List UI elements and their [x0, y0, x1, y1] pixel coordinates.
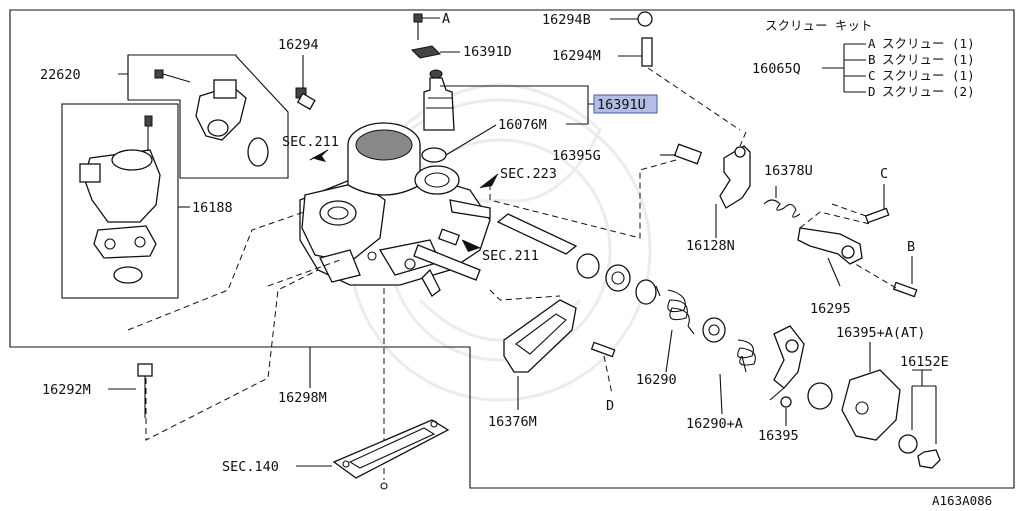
- part-16295-lever[interactable]: [797, 211, 871, 287]
- ref-c: C: [880, 166, 888, 182]
- sec-211-arrow-lower[interactable]: [461, 239, 481, 252]
- label-16391d: 16391D: [463, 44, 512, 60]
- ref-a-top: A: [442, 11, 450, 27]
- part-16294m-stud[interactable]: [618, 37, 741, 131]
- label-sec211-upper: SEC.211: [282, 134, 339, 150]
- kit-item-d-letter: D: [868, 84, 876, 99]
- leader-16076m: [445, 124, 497, 156]
- part-16376m-bracket[interactable]: [503, 299, 577, 410]
- kit-item-b-letter: B: [868, 52, 876, 67]
- part-16391u-boot[interactable]: [421, 69, 594, 163]
- part-16395a-at-lever[interactable]: [841, 342, 941, 469]
- label-16290a: 16290+A: [686, 416, 743, 432]
- leader-16290a: [719, 373, 723, 415]
- kit-header: スクリュー キット: [765, 18, 873, 33]
- label-22620: 22620: [40, 67, 81, 83]
- screw-c[interactable]: [831, 184, 890, 224]
- ref-b: B: [907, 239, 915, 255]
- label-16294: 16294: [278, 37, 319, 53]
- label-sec140: SEC.140: [222, 459, 279, 475]
- label-16294m: 16294M: [552, 48, 601, 64]
- part-16290-return-spring[interactable]: [655, 285, 726, 343]
- label-16295: 16295: [810, 301, 851, 317]
- label-16188: 16188: [192, 200, 233, 216]
- highlight-16391u: [593, 94, 658, 114]
- kit-item-c-text: スクリュー (1): [882, 68, 975, 83]
- label-sec211-lower: SEC.211: [482, 248, 539, 264]
- part-16188-idle-air-control-valve[interactable]: [61, 103, 190, 299]
- label-sec223: SEC.223: [500, 166, 557, 182]
- label-16378u: 16378U: [764, 163, 813, 179]
- label-16376m: 16376M: [488, 414, 537, 430]
- label-16292m: 16292M: [42, 382, 91, 398]
- part-16395g-pin[interactable]: [489, 143, 703, 239]
- screw-b[interactable]: [851, 256, 918, 298]
- part-16395-lever[interactable]: [769, 325, 833, 410]
- label-16152e: 16152E: [900, 354, 949, 370]
- part-16391d-bracket[interactable]: [410, 13, 460, 59]
- label-16128n: 16128N: [686, 238, 735, 254]
- screw-kit-legend: スクリュー キット 16065Q A スクリュー (1) B スクリュー (1)…: [752, 18, 975, 99]
- diagram-code: A163A086: [932, 493, 992, 508]
- label-16298m: 16298M: [278, 390, 327, 406]
- part-16294-screw[interactable]: [295, 55, 316, 111]
- sec-211-arrow-upper[interactable]: [309, 149, 329, 162]
- kit-item-a-text: スクリュー (1): [882, 36, 975, 51]
- part-16128n-bracket[interactable]: [715, 145, 751, 238]
- part-16292m-bolt[interactable]: [108, 363, 153, 418]
- label-16391u: 16391U: [597, 97, 646, 113]
- sec-223-arrow[interactable]: [479, 173, 499, 189]
- part-throttle-body-assembly[interactable]: [299, 122, 491, 297]
- part-sec140-gasket[interactable]: [296, 419, 450, 490]
- kit-item-b-text: スクリュー (1): [882, 52, 975, 67]
- label-16290: 16290: [636, 372, 677, 388]
- kit-item-c-letter: C: [868, 68, 876, 83]
- part-16290a-spring[interactable]: [737, 339, 756, 373]
- diagram-frame: [9, 9, 1015, 489]
- label-16294b: 16294B: [542, 12, 591, 28]
- leader-16290: [665, 329, 673, 373]
- label-16065q: 16065Q: [752, 61, 801, 77]
- screw-d[interactable]: [590, 341, 616, 395]
- part-16294b-nut[interactable]: [610, 11, 653, 27]
- kit-item-d-text: スクリュー (2): [882, 84, 975, 99]
- label-16395: 16395: [758, 428, 799, 444]
- part-16378u-spring[interactable]: [763, 186, 801, 218]
- part-16152e-nut-washer[interactable]: [911, 369, 937, 444]
- label-16395g: 16395G: [552, 148, 601, 164]
- label-16395a: 16395+A(AT): [836, 325, 925, 341]
- part-shaft-and-bushings[interactable]: [496, 213, 657, 305]
- kit-item-a-letter: A: [868, 36, 876, 51]
- ref-d: D: [606, 398, 614, 414]
- part-22620-throttle-position-sensor[interactable]: [118, 54, 289, 179]
- label-16076m: 16076M: [498, 117, 547, 133]
